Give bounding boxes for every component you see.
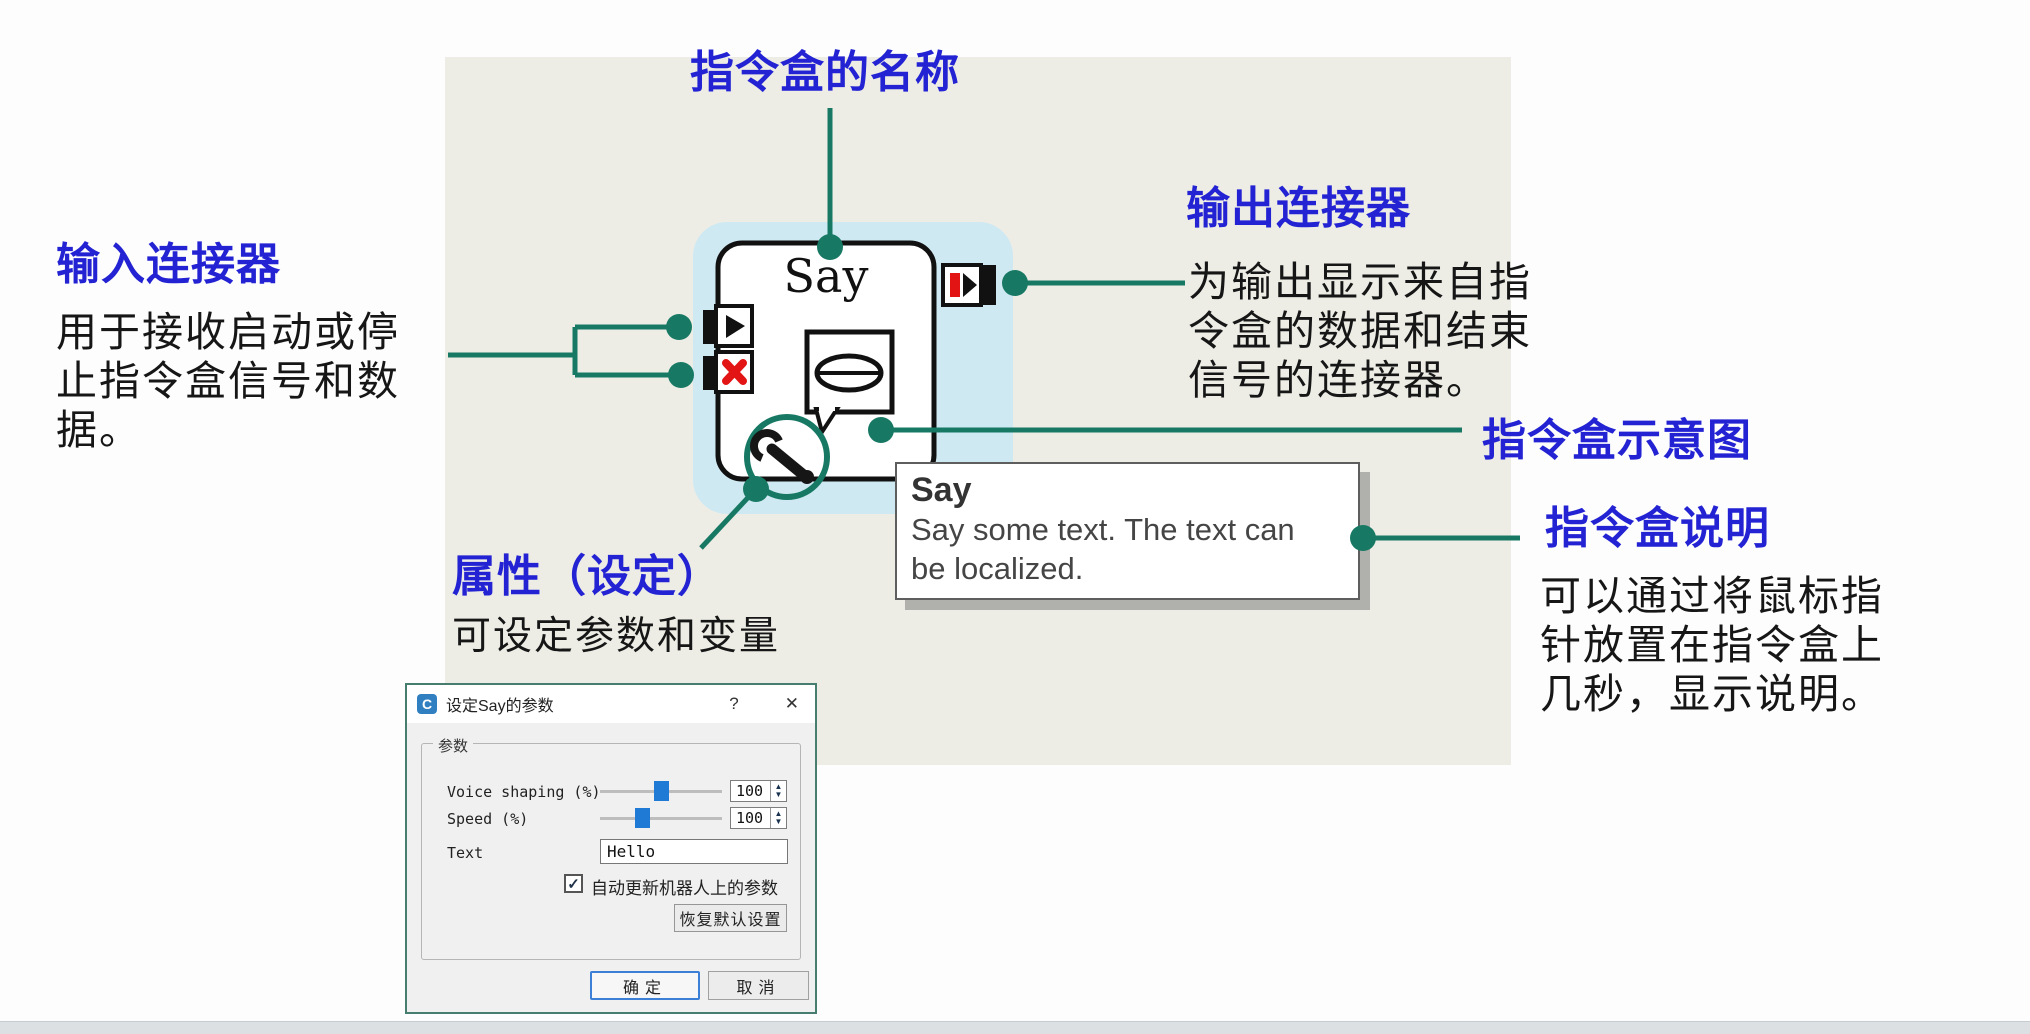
- dialog-title: 设定Say的参数: [446, 698, 554, 715]
- ok-button[interactable]: 确定: [590, 971, 700, 1000]
- spinner-up-icon[interactable]: ▲: [774, 809, 783, 818]
- spinner-arrows[interactable]: ▲ ▼: [770, 781, 786, 801]
- label-box-description: 指令盒说明: [1545, 504, 1770, 553]
- speed-slider[interactable]: [600, 817, 722, 820]
- say-parameters-dialog: C 设定Say的参数 ? ✕ 参数 Voice shaping (%) 100 …: [405, 683, 817, 1014]
- parameters-groupbox: [421, 743, 801, 960]
- speed-spinbox[interactable]: 100 ▲ ▼: [730, 807, 787, 829]
- voice-shaping-value[interactable]: 100: [736, 782, 764, 800]
- spinner-arrows[interactable]: ▲ ▼: [770, 808, 786, 828]
- desc-input-connector: 用于接收启动或停止指令盒信号和数据。: [56, 309, 400, 453]
- cancel-button[interactable]: 取消: [708, 971, 809, 1000]
- tooltip-line1: Say some text. The text can: [911, 512, 1295, 547]
- spinner-down-icon[interactable]: ▼: [774, 790, 783, 799]
- parameters-group-label: 参数: [433, 735, 474, 756]
- check-icon: ✓: [567, 875, 580, 893]
- tooltip-line2: be localized.: [911, 551, 1084, 586]
- voice-shaping-spinbox[interactable]: 100 ▲ ▼: [730, 780, 787, 802]
- desc-box-description: 可以通过将鼠标指针放置在指令盒上几秒，显示说明。: [1540, 573, 1884, 717]
- voice-shaping-slider-handle[interactable]: [654, 781, 669, 801]
- say-tooltip: Say Say some text. The text can be local…: [895, 462, 1360, 600]
- spinner-up-icon[interactable]: ▲: [774, 782, 783, 791]
- label-properties: 属性（设定）: [452, 552, 722, 601]
- label-output-connector: 输出连接器: [1186, 184, 1411, 233]
- close-icon[interactable]: ✕: [784, 694, 799, 713]
- reset-defaults-button[interactable]: 恢复默认设置: [674, 904, 787, 932]
- auto-update-label: 自动更新机器人上的参数: [591, 879, 778, 898]
- speed-label: Speed (%): [447, 810, 529, 828]
- voice-shaping-label: Voice shaping (%): [447, 783, 601, 801]
- speed-slider-handle[interactable]: [635, 808, 650, 828]
- desc-properties: 可设定参数和变量: [452, 615, 781, 658]
- label-box-name: 指令盒的名称: [690, 48, 960, 97]
- choregraphe-logo-icon: C: [417, 694, 437, 714]
- dialog-titlebar[interactable]: C 设定Say的参数 ? ✕: [407, 685, 815, 723]
- help-button[interactable]: ?: [729, 694, 739, 713]
- desc-output-connector: 为输出显示来自指令盒的数据和结束信号的连接器。: [1188, 259, 1532, 403]
- speed-value[interactable]: 100: [736, 809, 764, 827]
- text-input[interactable]: Hello: [600, 839, 788, 864]
- auto-update-checkbox[interactable]: ✓: [564, 874, 583, 893]
- spinner-down-icon[interactable]: ▼: [774, 817, 783, 826]
- tooltip-title: Say: [911, 471, 972, 509]
- label-input-connector: 输入连接器: [56, 240, 281, 289]
- bottom-bar: [0, 1021, 2030, 1034]
- text-label: Text: [447, 844, 484, 862]
- label-schematic: 指令盒示意图: [1482, 416, 1752, 465]
